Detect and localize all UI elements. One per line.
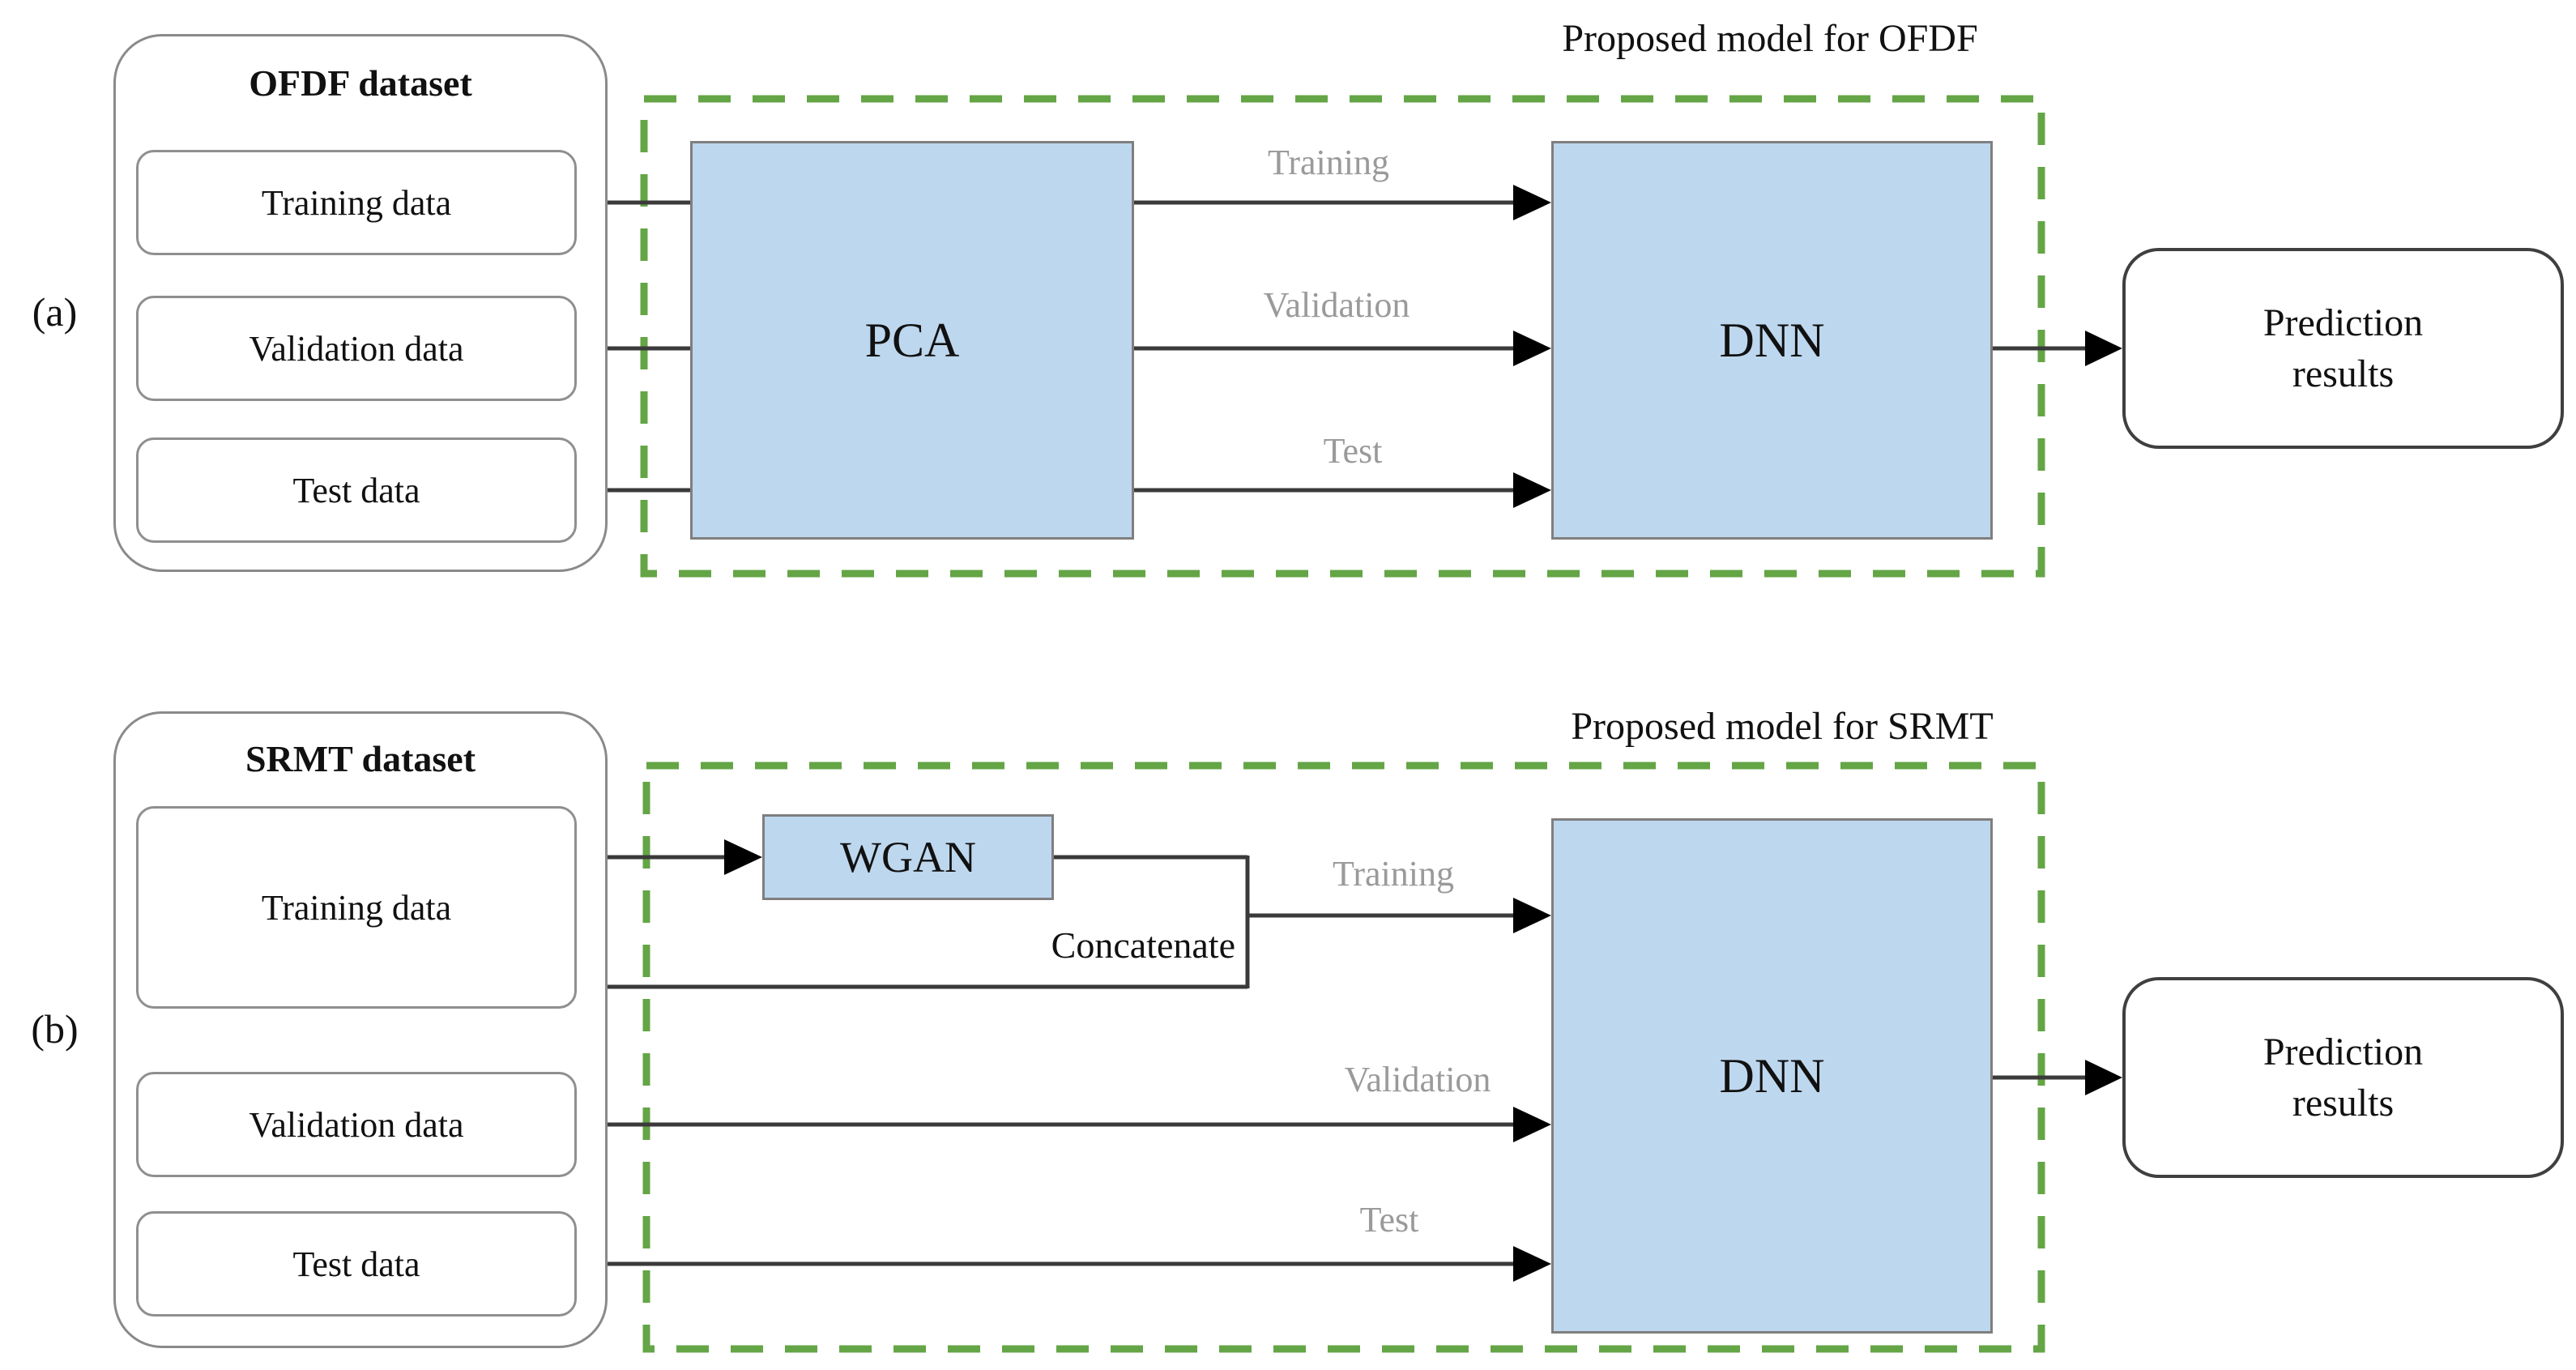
arrowhead-training-dnn-b [1513, 898, 1551, 933]
prediction-results-box-a: Prediction results [2122, 248, 2564, 449]
arrowhead-validation-dnn-a [1513, 331, 1551, 366]
arrowhead-training-dnn-a [1513, 185, 1551, 220]
arrowhead-prediction-b [2085, 1060, 2122, 1095]
flow-label-training-b: Training [1333, 853, 1454, 894]
panel-a-index: (a) [32, 289, 78, 335]
flow-label-training-a: Training [1268, 142, 1389, 182]
model-boundary-srmt [642, 762, 2045, 1353]
prediction-results-text-a: Prediction results [2263, 301, 2424, 395]
flow-label-test-a: Test [1323, 430, 1383, 471]
panel-b-title: Proposed model for SRMT [1571, 704, 1994, 748]
arrowhead-test-dnn-a [1513, 472, 1551, 508]
srmt-validation-data-box: Validation data [136, 1072, 577, 1177]
panel-b-index: (b) [31, 1006, 79, 1052]
ofdf-dataset-title: OFDF dataset [249, 62, 472, 104]
dnn-block-b: DNN [1551, 818, 1993, 1334]
srmt-dataset-title: SRMT dataset [245, 737, 476, 779]
prediction-results-text-b: Prediction results [2263, 1030, 2424, 1125]
concatenate-label: Concatenate [1051, 924, 1235, 966]
model-boundary-ofdf [640, 95, 2045, 578]
srmt-training-data-box: Training data [136, 806, 577, 1009]
pca-block: PCA [690, 141, 1134, 540]
dnn-block-a: DNN [1551, 141, 1993, 540]
ofdf-test-data-box: Test data [136, 437, 577, 543]
ofdf-validation-data-box: Validation data [136, 296, 577, 401]
flow-label-test-b: Test [1359, 1199, 1419, 1240]
wgan-block: WGAN [762, 814, 1054, 900]
ofdf-training-data-box: Training data [136, 150, 577, 255]
panel-a-title: Proposed model for OFDF [1562, 16, 1978, 60]
arrowhead-test-dnn-b [1513, 1246, 1551, 1282]
arrowhead-wgan [724, 839, 762, 875]
arrowhead-prediction-a [2085, 331, 2122, 366]
flow-label-validation-b: Validation [1344, 1059, 1491, 1099]
arrowhead-validation-dnn-b [1513, 1107, 1551, 1142]
srmt-test-data-box: Test data [136, 1211, 577, 1317]
prediction-results-box-b: Prediction results [2122, 977, 2564, 1178]
flow-label-validation-a: Validation [1263, 284, 1410, 325]
